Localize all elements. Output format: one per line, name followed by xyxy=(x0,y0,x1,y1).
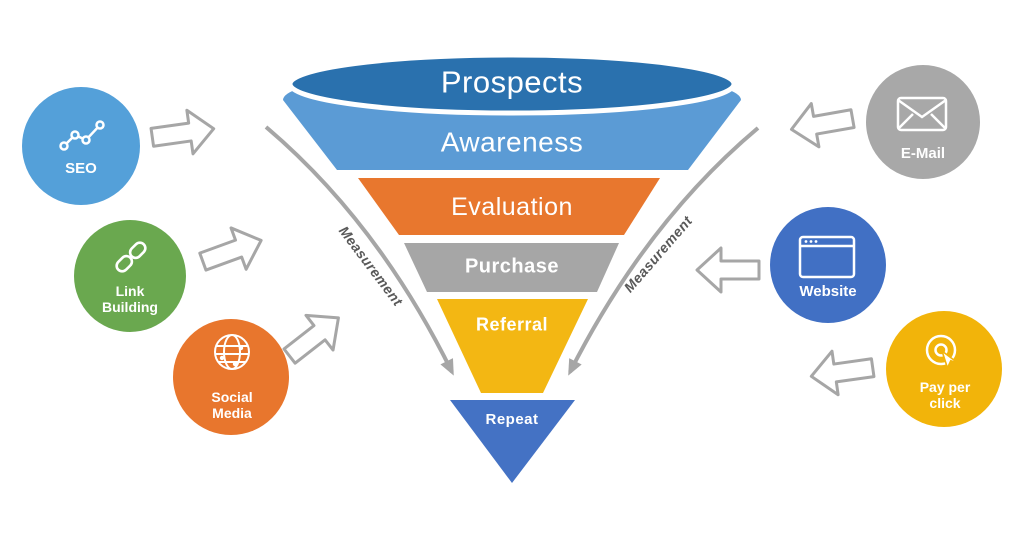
funnel-stage-prospects xyxy=(287,52,737,116)
channel-label-email: E-Mail xyxy=(900,145,946,162)
pay-per-click-arrow-icon xyxy=(806,344,878,400)
link-building-arrow-icon xyxy=(193,218,271,284)
channel-label-seo: SEO xyxy=(65,160,97,177)
website-arrow-icon xyxy=(695,246,761,294)
measurement-arrow-right xyxy=(568,126,760,376)
channel-label-link-building: Link Building xyxy=(102,283,158,315)
social-media-circle xyxy=(173,319,289,435)
funnel-stage-evaluation xyxy=(358,178,660,235)
seo-analytics-icon xyxy=(59,120,105,151)
channel-label-pay-per-click: Pay per click xyxy=(919,379,971,411)
browser-icon xyxy=(798,235,856,279)
channel-label-website: Website xyxy=(799,283,857,300)
seo-arrow-icon xyxy=(147,105,219,161)
email-circle xyxy=(866,65,980,179)
email-arrow-icon xyxy=(786,95,858,153)
envelope-icon xyxy=(896,96,948,132)
funnel-label-purchase: Purchase xyxy=(464,255,560,278)
cursor-click-icon xyxy=(925,334,959,371)
seo-circle xyxy=(22,87,140,205)
funnel-label-awareness: Awareness xyxy=(440,126,584,158)
social-media-arrow-icon xyxy=(274,299,354,375)
measurement-arrow-left xyxy=(264,125,454,376)
funnel-stage-purchase xyxy=(404,243,619,292)
funnel-stage-repeat-referral xyxy=(437,299,588,393)
funnel-label-evaluation: Evaluation xyxy=(451,192,573,221)
pay-per-click-circle xyxy=(886,311,1002,427)
link-icon xyxy=(115,241,147,273)
funnel-stage-repeat xyxy=(450,400,575,483)
channel-label-social-media: Social Media xyxy=(211,389,253,421)
funnel-label-prospects: Prospects xyxy=(440,64,584,100)
funnel-label-repeat: Repeat xyxy=(485,411,539,429)
link-building-circle xyxy=(74,220,186,332)
funnel-label-referral: Referral xyxy=(475,314,549,335)
globe-icon xyxy=(214,334,250,370)
website-circle xyxy=(770,207,886,323)
